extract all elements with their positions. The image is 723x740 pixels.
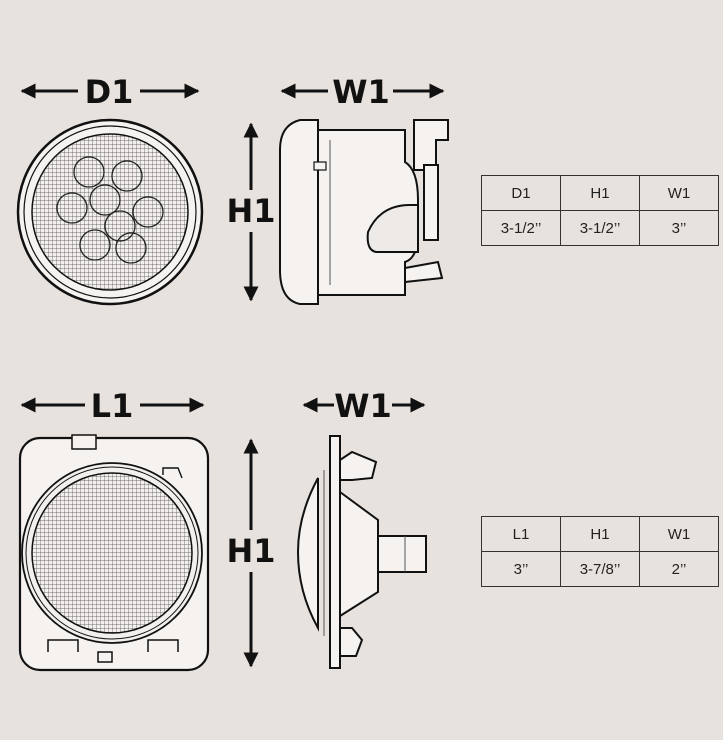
h1-label-bottom: H1	[226, 532, 275, 570]
table-cell: 3-7/8’’	[560, 551, 640, 587]
table-cell: 3’’	[639, 210, 719, 246]
table-cell: 3-1/2’’	[560, 210, 640, 246]
w1-label-bottom: W1	[334, 387, 392, 425]
table-header-row: D1 H1 W1	[481, 175, 719, 211]
d1-label: D1	[85, 73, 134, 111]
square-light-side-view: W1 H1	[226, 387, 427, 669]
table-header-cell: D1	[481, 175, 561, 211]
table-cell: 3’’	[481, 551, 561, 587]
table-header-cell: L1	[481, 516, 561, 552]
square-light-front-view: L1	[18, 387, 210, 672]
w1-label-top: W1	[332, 73, 390, 111]
round-light-spec-table: D1 H1 W1 3-1/2’’ 3-1/2’’ 3’’	[481, 175, 719, 246]
l1-label: L1	[91, 387, 134, 425]
square-light-spec-table: L1 H1 W1 3’’ 3-7/8’’ 2’’	[481, 516, 719, 587]
h1-label-top: H1	[226, 192, 275, 230]
table-cell: 2’’	[639, 551, 719, 587]
table-header-cell: H1	[560, 516, 640, 552]
round-light-side-view: W1 H1	[226, 73, 449, 305]
table-header-cell: W1	[639, 516, 719, 552]
table-cell: 3-1/2’’	[481, 210, 561, 246]
table-header-cell: W1	[639, 175, 719, 211]
table-header-row: L1 H1 W1	[481, 516, 719, 552]
table-header-cell: H1	[560, 175, 640, 211]
round-light-front-view: D1	[16, 73, 204, 306]
led-cluster	[56, 156, 164, 264]
table-row: 3-1/2’’ 3-1/2’’ 3’’	[481, 210, 719, 246]
table-row: 3’’ 3-7/8’’ 2’’	[481, 551, 719, 587]
